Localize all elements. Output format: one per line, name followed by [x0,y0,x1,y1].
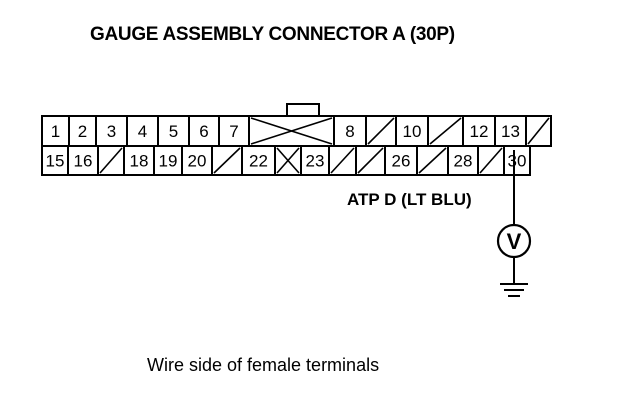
terminal-1: 1 [41,115,70,147]
connector-lock-tab [286,103,320,117]
terminal-label: 2 [78,122,87,141]
terminal-label: 13 [501,122,520,141]
terminal-23: 23 [300,145,330,176]
terminal-28: 28 [447,145,479,176]
terminal-label: 20 [188,152,207,171]
terminal-12: 12 [462,115,496,147]
terminal-13: 13 [494,115,527,147]
terminal-20: 20 [181,145,213,176]
terminal-label: 19 [159,152,178,171]
terminal-10: 10 [395,115,429,147]
empty-cavity [97,145,125,176]
terminal-label: 16 [74,152,93,171]
terminal-label: 5 [169,122,178,141]
terminal-30: 30 [503,145,531,176]
empty-cavity [328,145,357,176]
terminal-18: 18 [123,145,155,176]
terminal-5: 5 [157,115,190,147]
terminal-label: 22 [249,152,268,171]
probe-terminal [477,145,505,176]
diagram-title: GAUGE ASSEMBLY CONNECTOR A (30P) [90,24,455,45]
blocked-cavity [274,145,302,176]
terminal-15: 15 [41,145,69,176]
terminal-label: 23 [306,152,325,171]
empty-cavity [525,115,552,147]
terminal-label: 28 [454,152,473,171]
terminal-label: 30 [508,152,527,171]
terminal-16: 16 [67,145,99,176]
ground-icon [500,257,528,297]
empty-cavity [211,145,243,176]
terminal-label: 4 [138,122,147,141]
terminal-label: 3 [107,122,116,141]
terminal-label: 15 [46,152,65,171]
terminal-label: 18 [130,152,149,171]
terminal-19: 19 [153,145,183,176]
terminal-4: 4 [126,115,159,147]
probe-assembly: V [496,150,532,297]
terminal-label: 6 [199,122,208,141]
terminal-26: 26 [384,145,418,176]
terminal-2: 2 [68,115,97,147]
blocked-cavity [248,115,335,147]
terminal-label: 12 [470,122,489,141]
terminal-7: 7 [218,115,250,147]
diagram-caption: Wire side of female terminals [147,355,379,375]
empty-cavity [355,145,386,176]
terminal-label: 26 [392,152,411,171]
voltmeter-symbol: V [507,229,522,254]
terminal-3: 3 [95,115,128,147]
terminal-label: 10 [403,122,422,141]
probe-wire-label: ATP D (LT BLU) [347,190,472,209]
terminal-8: 8 [333,115,367,147]
terminal-6: 6 [188,115,220,147]
empty-cavity [427,115,464,147]
terminal-label: 8 [345,122,354,141]
empty-cavity [365,115,397,147]
terminal-label: 1 [51,122,60,141]
terminal-label: 7 [229,122,238,141]
terminal-22: 22 [241,145,276,176]
empty-cavity [416,145,449,176]
